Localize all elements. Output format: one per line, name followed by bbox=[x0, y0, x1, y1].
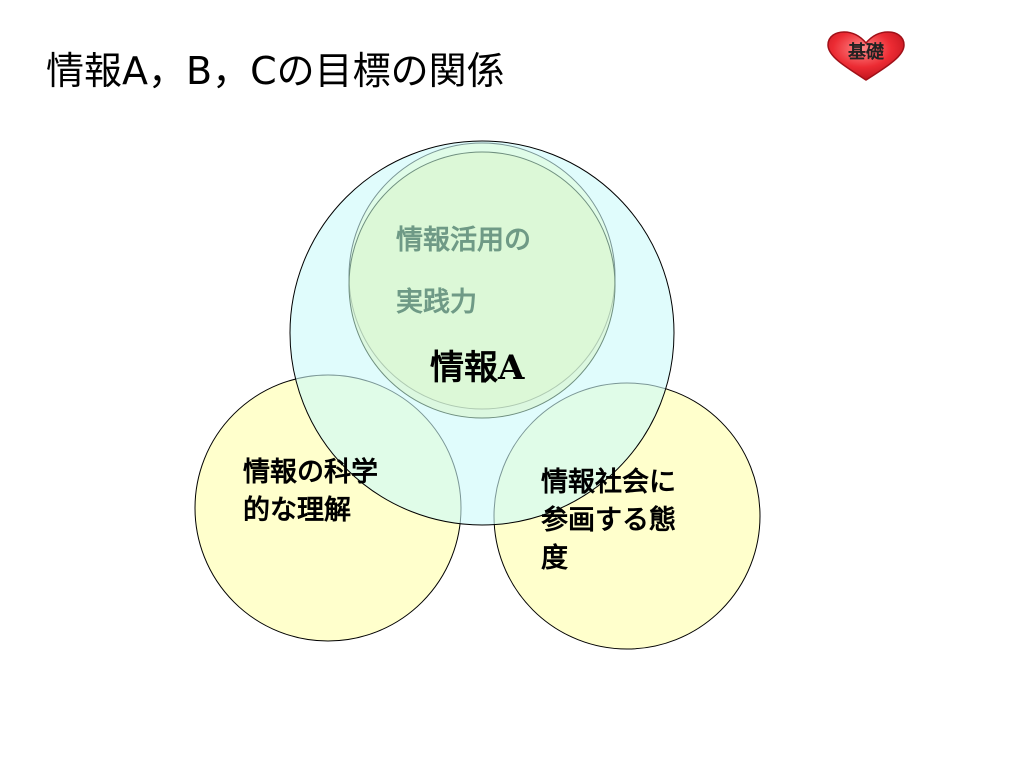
right-label: 情報社会に 参画する態 度 bbox=[541, 464, 676, 578]
right-label-line-1: 情報社会に bbox=[541, 467, 676, 498]
left-label: 情報の科学 的な理解 bbox=[243, 454, 378, 530]
heart-icon: 基礎 bbox=[827, 31, 905, 81]
left-label-line-2: 的な理解 bbox=[243, 495, 351, 526]
badge: 基礎 bbox=[826, 30, 906, 84]
circle-top-inner bbox=[348, 151, 616, 419]
right-label-line-2: 参画する態 bbox=[541, 505, 676, 536]
left-label-line-1: 情報の科学 bbox=[243, 457, 378, 488]
top-label-line-2: 実践力 bbox=[396, 287, 477, 318]
slide-title: 情報A，B，Cの目標の関係 bbox=[46, 49, 505, 93]
center-label: 情報A bbox=[430, 348, 525, 388]
top-label-line-1: 情報活用の bbox=[396, 225, 531, 256]
top-label: 情報活用の 実践力 bbox=[396, 222, 531, 322]
badge-text: 基礎 bbox=[847, 41, 884, 63]
right-label-line-3: 度 bbox=[541, 543, 568, 574]
